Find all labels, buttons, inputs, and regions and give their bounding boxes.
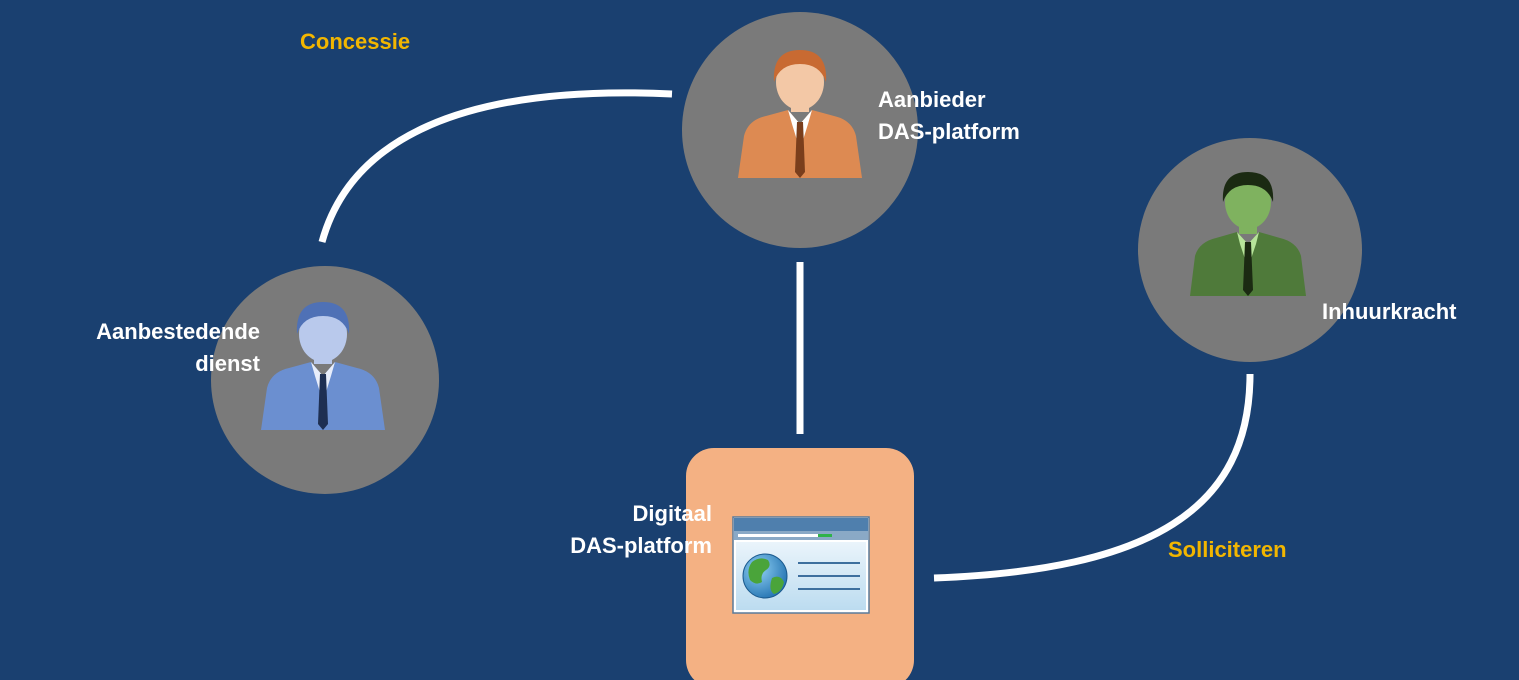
connector-solliciteren	[933, 373, 1254, 582]
label-platform-line2: DAS-platform	[570, 533, 712, 558]
node-inhuurkracht	[1138, 138, 1362, 362]
label-platform: Digitaal DAS-platform	[486, 498, 712, 562]
person-icon	[738, 50, 862, 178]
browser-window-icon	[732, 516, 870, 614]
label-inhuurkracht-line1: Inhuurkracht	[1322, 299, 1457, 324]
person-icon	[261, 302, 385, 430]
node-aanbieder	[682, 12, 918, 248]
label-aanbieder-line2: DAS-platform	[878, 119, 1020, 144]
node-platform	[686, 448, 914, 680]
label-aanbestedende: Aanbestedende dienst	[20, 316, 260, 380]
label-inhuurkracht: Inhuurkracht	[1322, 296, 1456, 328]
label-concessie: Concessie	[300, 29, 411, 54]
node-aanbestedende	[211, 266, 439, 494]
label-platform-line1: Digitaal	[632, 501, 712, 526]
globe-icon	[742, 553, 788, 599]
person-icon	[1190, 172, 1306, 296]
label-solliciteren: Solliciteren	[1168, 537, 1287, 562]
label-aanbieder-line1: Aanbieder	[878, 87, 986, 112]
label-aanbestedende-line1: Aanbestedende	[96, 319, 260, 344]
label-aanbieder: Aanbieder DAS-platform	[878, 84, 1020, 148]
label-aanbestedende-line2: dienst	[195, 351, 260, 376]
connector-concessie	[318, 89, 673, 243]
